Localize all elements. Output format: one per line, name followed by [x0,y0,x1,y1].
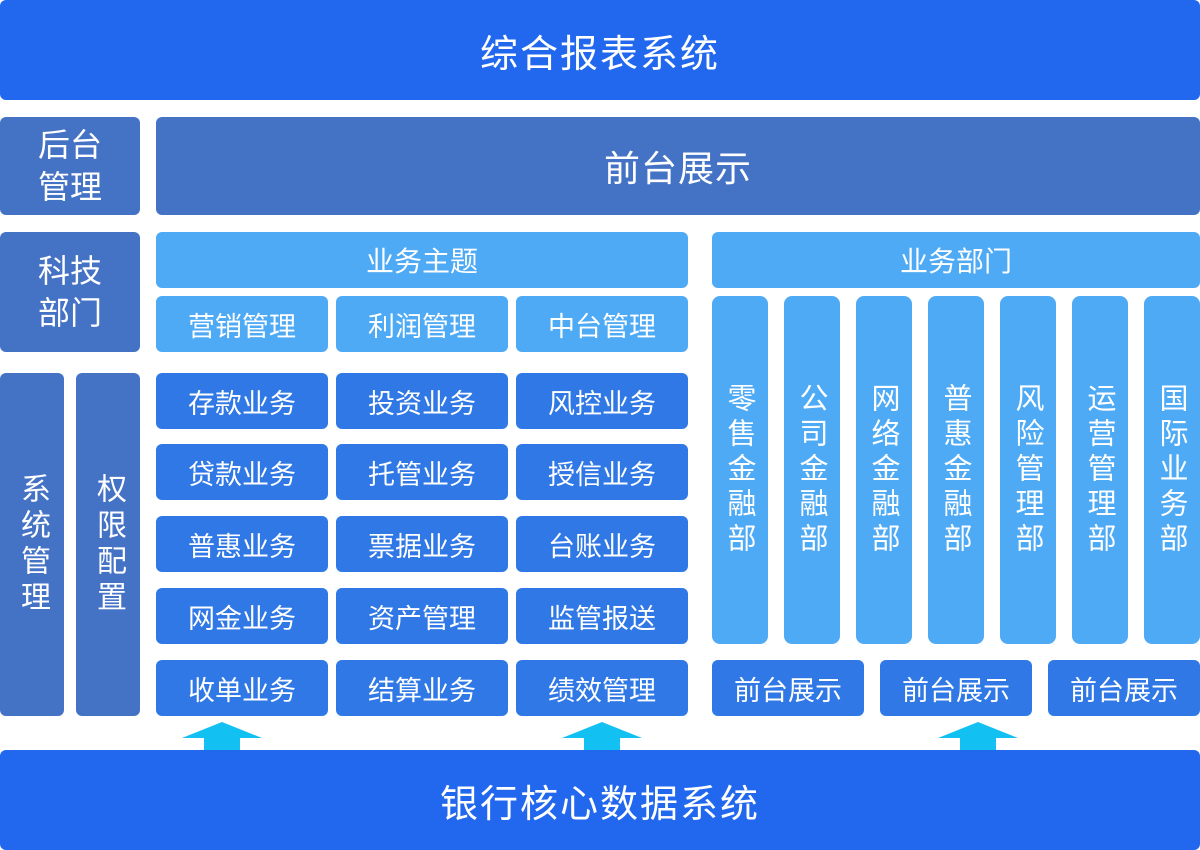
dept-column: 风险管理部 [1000,296,1056,644]
dept-column: 运营管理部 [1072,296,1128,644]
up-arrow-icon [182,722,262,750]
business-cell: 普惠业务 [156,516,328,572]
dept-column: 零售金融部 [712,296,768,644]
business-cell-label: 网金业务 [188,603,296,635]
business-cell-label: 票据业务 [368,531,476,563]
dept-label: 国际业务部 [1155,382,1189,558]
business-cell-label: 结算业务 [368,675,476,707]
dept-label: 零售金融部 [723,382,757,558]
topic-header-cell: 营销管理 [156,296,328,352]
backend-management-block: 后台 管理 [0,117,140,215]
frontend-banner: 前台展示 [156,117,1200,215]
business-depts-title-bar: 业务部门 [712,232,1200,288]
business-cell-label: 风控业务 [548,388,656,420]
dept-column: 网络金融部 [856,296,912,644]
business-topics-title-bar: 业务主题 [156,232,688,288]
front-display-box: 前台展示 [880,660,1032,716]
topic-header-cell: 中台管理 [516,296,688,352]
dept-label: 风险管理部 [1011,382,1045,558]
business-cell-label: 监管报送 [548,603,656,635]
business-cell: 存款业务 [156,373,328,429]
top-title: 综合报表系统 [479,31,720,76]
dept-column: 公司金融部 [784,296,840,644]
system-management-block: 系统管理 [0,373,64,716]
dept-label: 运营管理部 [1083,382,1117,558]
business-cell: 收单业务 [156,660,328,716]
front-display-box: 前台展示 [712,660,864,716]
business-cell-label: 台账业务 [548,531,656,563]
up-arrow-icon [938,722,1018,750]
dept-column: 普惠金融部 [928,296,984,644]
front-display-label: 前台展示 [902,675,1010,707]
business-cell-label: 存款业务 [188,388,296,420]
front-display-label: 前台展示 [1070,675,1178,707]
business-cell: 结算业务 [336,660,508,716]
business-cell: 监管报送 [516,588,688,644]
frontend-banner-label: 前台展示 [603,149,752,190]
topic-header-label: 营销管理 [188,311,296,343]
business-cell-label: 投资业务 [368,388,476,420]
bottom-title: 银行核心数据系统 [439,781,760,826]
business-cell: 风控业务 [516,373,688,429]
permission-config-block: 权限配置 [76,373,140,716]
business-cell: 托管业务 [336,444,508,500]
topic-header-cell: 利润管理 [336,296,508,352]
tech-dept-label: 科技 部门 [37,252,102,332]
business-cell: 投资业务 [336,373,508,429]
business-cell: 授信业务 [516,444,688,500]
business-cell-label: 贷款业务 [188,459,296,491]
topic-header-label: 中台管理 [548,311,656,343]
business-cell-label: 收单业务 [188,675,296,707]
business-cell-label: 托管业务 [368,459,476,491]
system-management-label: 系统管理 [15,472,50,617]
front-display-box: 前台展示 [1048,660,1200,716]
business-cell-label: 资产管理 [368,603,476,635]
business-cell: 绩效管理 [516,660,688,716]
dept-label: 网络金融部 [867,382,901,558]
top-title-bar: 综合报表系统 [0,0,1200,100]
business-cell-label: 授信业务 [548,459,656,491]
up-arrow-icon [562,722,642,750]
dept-label: 普惠金融部 [939,382,973,558]
bottom-title-bar: 银行核心数据系统 [0,750,1200,850]
business-cell: 资产管理 [336,588,508,644]
business-topics-title: 业务主题 [365,245,478,278]
business-cell-label: 普惠业务 [188,531,296,563]
business-cell: 贷款业务 [156,444,328,500]
front-display-label: 前台展示 [734,675,842,707]
business-cell-label: 绩效管理 [548,675,656,707]
permission-config-label: 权限配置 [91,472,126,617]
business-cell: 台账业务 [516,516,688,572]
dept-column: 国际业务部 [1144,296,1200,644]
tech-dept-block: 科技 部门 [0,232,140,352]
business-depts-title: 业务部门 [899,245,1012,278]
backend-management-label: 后台 管理 [37,126,102,206]
topic-header-label: 利润管理 [368,311,476,343]
business-cell: 网金业务 [156,588,328,644]
business-cell: 票据业务 [336,516,508,572]
dept-label: 公司金融部 [795,382,829,558]
